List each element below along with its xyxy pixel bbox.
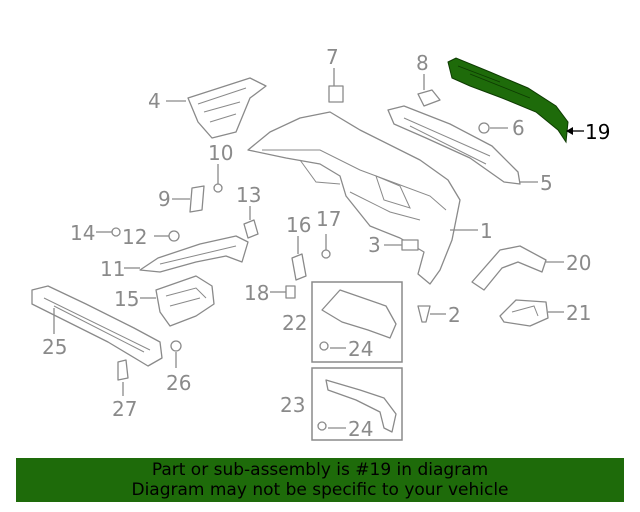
callout-18: 18 xyxy=(244,281,269,305)
callout-24-box-23: 24 xyxy=(348,417,373,441)
callout-3: 3 xyxy=(368,233,381,257)
callout-11: 11 xyxy=(100,257,125,281)
callout-2: 2 xyxy=(448,303,461,327)
part-9-bracket xyxy=(189,185,205,213)
callout-5: 5 xyxy=(540,171,553,195)
part-25-reinforcement xyxy=(31,285,163,367)
part-8-bracket xyxy=(417,89,441,107)
info-banner: Part or sub-assembly is #19 in diagram D… xyxy=(16,458,624,502)
part-24-fastener-box-22 xyxy=(319,341,329,351)
callout-20: 20 xyxy=(566,251,591,275)
part-10-bolt xyxy=(213,183,223,193)
part-18-clip xyxy=(285,285,296,299)
part-26-bolt xyxy=(170,340,182,352)
banner-line-1: Part or sub-assembly is #19 in diagram xyxy=(151,460,489,480)
callout-1: 1 xyxy=(480,219,493,243)
part-27-nut xyxy=(117,359,129,381)
callout-22: 22 xyxy=(282,311,307,335)
part-20-side-trim xyxy=(471,245,547,291)
callout-6: 6 xyxy=(512,116,525,140)
callout-23: 23 xyxy=(280,393,305,417)
callout-10: 10 xyxy=(208,141,233,165)
part-7-clip xyxy=(328,85,344,103)
part-15-absorber xyxy=(155,275,215,327)
part-11-side-bracket xyxy=(139,235,249,273)
callout-9: 9 xyxy=(158,187,171,211)
part-2-push-pin xyxy=(417,305,431,323)
part-4-side-panel xyxy=(187,77,267,139)
callout-24-box-22: 24 xyxy=(348,337,373,361)
callout-16: 16 xyxy=(286,213,311,237)
part-14-washer xyxy=(111,227,121,237)
part-22-cover xyxy=(321,289,397,339)
callout-14: 14 xyxy=(70,221,95,245)
callout-19: 19 xyxy=(585,120,610,144)
callout-4: 4 xyxy=(148,89,161,113)
part-19-highlighted-trim xyxy=(447,57,569,144)
banner-line-2: Diagram may not be specific to your vehi… xyxy=(131,480,509,500)
callout-13: 13 xyxy=(236,183,261,207)
part-24-fastener-box-23 xyxy=(317,421,327,431)
callout-17: 17 xyxy=(316,207,341,231)
parts-diagram: 4 7 8 19 5 6 1 3 2 20 21 10 9 xyxy=(31,45,610,441)
part-12-screw xyxy=(168,230,180,242)
callout-12: 12 xyxy=(122,225,147,249)
part-23-trim xyxy=(325,379,397,433)
part-17-screw xyxy=(321,249,331,259)
callout-21: 21 xyxy=(566,301,591,325)
part-21-reflector xyxy=(499,299,549,327)
part-6-screw xyxy=(478,122,490,134)
callout-15: 15 xyxy=(114,287,139,311)
callout-25: 25 xyxy=(42,335,67,359)
callout-7: 7 xyxy=(326,45,339,69)
callout-8: 8 xyxy=(416,51,429,75)
part-13-clip xyxy=(243,219,259,239)
callout-26: 26 xyxy=(166,371,191,395)
part-3-clip xyxy=(401,239,419,251)
callout-27: 27 xyxy=(112,397,137,421)
part-16-bracket xyxy=(291,253,307,281)
